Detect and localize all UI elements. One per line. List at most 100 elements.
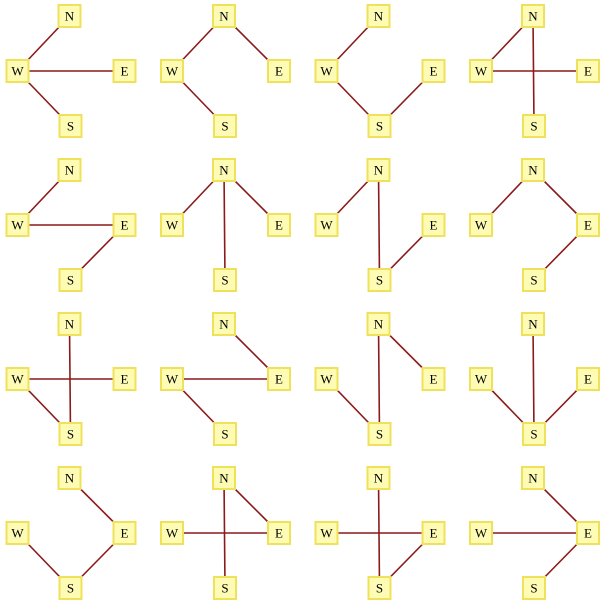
node-north: N (57, 158, 82, 182)
node-label-north: N (219, 471, 229, 486)
node-south: S (58, 268, 83, 292)
node-west: W (469, 367, 493, 391)
edge-north-south (377, 477, 381, 589)
tree-5: N W E S (5, 158, 137, 292)
node-label-south: S (221, 119, 228, 134)
node-label-east: E (121, 64, 129, 79)
node-label-south: S (376, 581, 383, 596)
node-south: S (522, 268, 546, 292)
node-south: S (213, 576, 237, 600)
node-label-east: E (430, 218, 438, 233)
node-label-east: E (584, 372, 592, 387)
node-east: E (112, 521, 137, 545)
node-label-south: S (67, 273, 74, 288)
node-label-west: W (320, 372, 333, 387)
tree-9: N W E S (5, 312, 137, 446)
node-south: S (522, 422, 546, 446)
node-label-east: E (584, 64, 592, 79)
node-east: E (421, 521, 446, 545)
node-label-south: S (376, 119, 383, 134)
node-label-east: E (121, 526, 129, 541)
node-label-north: N (65, 471, 75, 486)
node-north: N (212, 158, 236, 182)
node-label-north: N (528, 471, 538, 486)
node-label-north: N (528, 317, 538, 332)
node-south: S (522, 576, 546, 600)
node-north: N (366, 158, 391, 182)
node-label-east: E (275, 218, 283, 233)
node-label-west: W (475, 64, 488, 79)
node-label-west: W (166, 372, 179, 387)
tree-8: N W E S (469, 158, 600, 292)
edge-north-south (68, 323, 72, 435)
node-label-south: S (67, 427, 74, 442)
node-label-east: E (584, 526, 592, 541)
node-label-east: E (430, 64, 438, 79)
node-west: W (314, 213, 339, 237)
node-label-east: E (121, 372, 129, 387)
node-east: E (112, 59, 137, 83)
tree-4: N W E S (469, 4, 600, 138)
node-east: E (576, 367, 600, 391)
node-label-south: S (530, 427, 537, 442)
node-south: S (58, 422, 83, 446)
node-east: E (267, 367, 291, 391)
node-label-east: E (275, 526, 283, 541)
node-label-east: E (121, 218, 129, 233)
node-west: W (160, 521, 184, 545)
node-label-west: W (475, 526, 488, 541)
node-north: N (57, 312, 82, 336)
node-east: E (267, 213, 291, 237)
node-label-north: N (528, 9, 538, 24)
node-south: S (213, 114, 237, 138)
node-label-east: E (430, 372, 438, 387)
node-east: E (576, 59, 600, 83)
node-label-east: E (275, 372, 283, 387)
node-label-south: S (221, 581, 228, 596)
node-label-north: N (528, 163, 538, 178)
node-north: N (57, 4, 82, 28)
node-east: E (112, 367, 137, 391)
node-label-north: N (374, 163, 384, 178)
node-label-north: N (219, 163, 229, 178)
node-label-north: N (65, 9, 75, 24)
node-north: N (57, 466, 82, 490)
tree-16: N W E S (469, 466, 600, 600)
node-label-west: W (475, 218, 488, 233)
node-east: E (576, 213, 600, 237)
node-south: S (367, 422, 392, 446)
node-west: W (160, 59, 184, 83)
node-north: N (212, 312, 236, 336)
node-label-north: N (374, 471, 384, 486)
tree-1: N W E S (5, 4, 137, 138)
node-label-west: W (475, 372, 488, 387)
node-south: S (522, 114, 546, 138)
node-north: N (521, 466, 545, 490)
node-west: W (314, 59, 339, 83)
node-east: E (267, 521, 291, 545)
node-east: E (421, 213, 446, 237)
edge-north-south (532, 15, 535, 127)
node-north: N (521, 158, 545, 182)
node-label-west: W (320, 64, 333, 79)
node-label-west: W (11, 372, 24, 387)
tree-3: N W E S (314, 4, 446, 138)
node-label-north: N (374, 9, 384, 24)
node-east: E (576, 521, 600, 545)
tree-14: N W E S (160, 466, 291, 600)
node-label-east: E (584, 218, 592, 233)
node-label-west: W (11, 218, 24, 233)
node-south: S (367, 576, 392, 600)
node-south: S (58, 114, 83, 138)
node-label-north: N (65, 317, 75, 332)
node-label-south: S (376, 427, 383, 442)
node-west: W (160, 367, 184, 391)
node-label-south: S (67, 581, 74, 596)
node-west: W (5, 59, 30, 83)
node-west: W (5, 521, 30, 545)
node-label-west: W (320, 218, 333, 233)
node-label-south: S (376, 273, 383, 288)
edge-north-south (223, 169, 226, 281)
node-label-west: W (166, 64, 179, 79)
